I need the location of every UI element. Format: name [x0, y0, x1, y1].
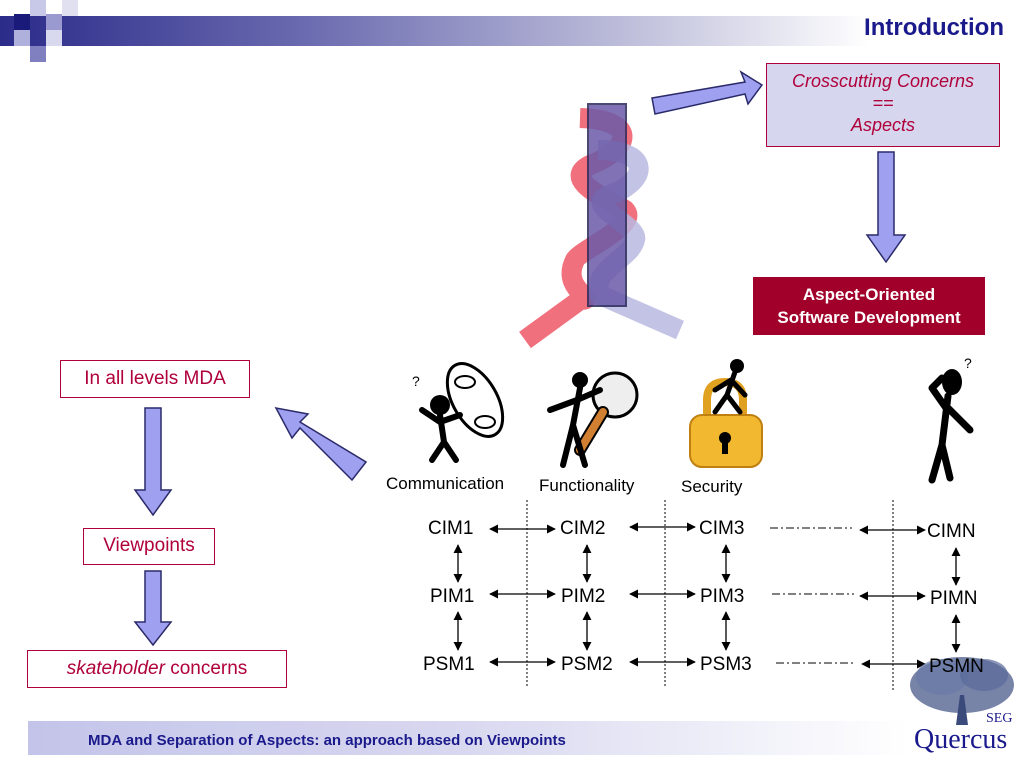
communication-figure-icon: ? — [412, 362, 505, 463]
psm-1: PSM1 — [423, 654, 475, 675]
security-lock-icon — [689, 359, 763, 468]
quercus-tree-logo-icon — [910, 657, 1014, 725]
cim-2: CIM2 — [560, 518, 606, 539]
psm-3: PSM3 — [700, 654, 752, 675]
footer-title: MDA and Separation of Aspects: an approa… — [88, 732, 566, 749]
pim-n: PIMN — [930, 588, 978, 609]
corner-squares-logo — [0, 0, 80, 64]
stakeholder-concerns-box: skateholder concerns — [27, 650, 287, 688]
cim-1: CIM1 — [428, 518, 474, 539]
thinking-person-icon: ? — [928, 355, 974, 484]
stakeholder-rest: concerns — [164, 658, 248, 679]
concerns-line-3: Aspects — [850, 115, 916, 135]
viewpoints-box: Viewpoints — [83, 528, 215, 565]
matrix-continuation-lines — [770, 527, 856, 664]
crosscutting-helix-graphic — [519, 103, 685, 349]
arrow-to-concerns — [651, 70, 764, 115]
communication-label: Communication — [386, 474, 505, 493]
psm-n: PSMN — [929, 656, 984, 677]
aspect-oriented-development-box: Aspect-Oriented Software Development — [752, 276, 986, 336]
matrix-vertical-arrows — [453, 544, 961, 653]
arrow-down-to-stakeholder — [133, 570, 173, 647]
all-levels-mda-box: In all levels MDA — [60, 360, 250, 398]
arrow-down-to-viewpoints — [133, 407, 173, 517]
viewpoints-label: Viewpoints — [103, 535, 195, 556]
arrow-down-to-aod — [865, 151, 907, 264]
crosscutting-concerns-box: Crosscutting Concerns == Aspects — [766, 63, 1000, 147]
pim-2: PIM2 — [561, 586, 606, 607]
security-label: Security — [681, 477, 743, 496]
column-separators — [526, 500, 894, 690]
concerns-line-2: == — [872, 93, 894, 113]
concerns-line-1: Crosscutting Concerns — [791, 71, 975, 91]
slide-title: Introduction — [864, 14, 1004, 41]
aod-line-2: Software Development — [777, 308, 961, 327]
pim-3: PIM3 — [700, 586, 745, 607]
pim-1: PIM1 — [430, 586, 475, 607]
top-gradient-bar — [0, 16, 1024, 46]
functionality-label: Functionality — [539, 476, 635, 495]
all-levels-mda-label: In all levels MDA — [84, 368, 226, 389]
aod-line-1: Aspect-Oriented — [802, 285, 936, 304]
cim-3: CIM3 — [699, 518, 745, 539]
cim-n: CIMN — [927, 521, 976, 542]
logo-name: Quercus — [914, 724, 1008, 755]
functionality-magnifier-icon — [547, 371, 639, 468]
svg-text:?: ? — [964, 355, 972, 371]
svg-text:?: ? — [412, 373, 420, 389]
footer-bar — [28, 721, 908, 755]
logo-org: SEG — [986, 711, 1013, 726]
psm-2: PSM2 — [561, 654, 613, 675]
stakeholder-italic: skateholder — [66, 658, 165, 679]
arrow-to-levels — [274, 406, 368, 482]
